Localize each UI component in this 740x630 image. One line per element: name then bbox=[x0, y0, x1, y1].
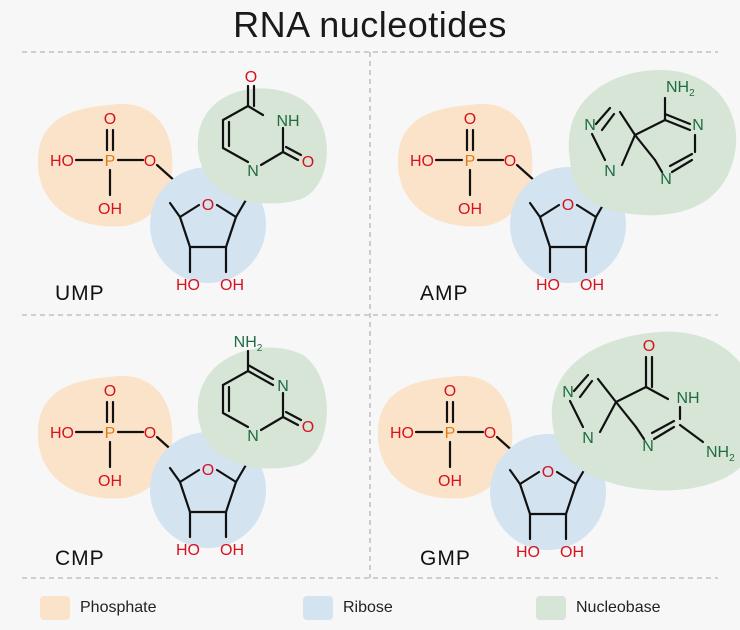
nucleotide-gmp: GMP bbox=[376, 330, 740, 570]
legend-item-phosphate: Phosphate bbox=[40, 594, 157, 622]
nucleotide-cmp: CMP bbox=[36, 332, 328, 570]
legend-swatch-ribose bbox=[303, 596, 333, 620]
molecule-label: CMP bbox=[55, 547, 105, 570]
legend-label: Nucleobase bbox=[576, 599, 661, 616]
legend-label: Phosphate bbox=[80, 599, 157, 616]
legend-item-nucleobase: Nucleobase bbox=[536, 594, 661, 622]
molecule-label: UMP bbox=[55, 282, 105, 305]
molecule-label: AMP bbox=[420, 282, 469, 305]
legend-swatch-phosphate bbox=[40, 596, 70, 620]
nucleotide-ump: UMP bbox=[36, 67, 328, 305]
legend-label: Ribose bbox=[343, 599, 393, 616]
legend-item-ribose: Ribose bbox=[303, 594, 393, 622]
page-title: RNA nucleotides bbox=[233, 4, 507, 45]
molecule-label: GMP bbox=[420, 547, 471, 570]
nucleotide-amp: AMP bbox=[396, 68, 738, 305]
legend-swatch-nucleobase bbox=[536, 596, 566, 620]
